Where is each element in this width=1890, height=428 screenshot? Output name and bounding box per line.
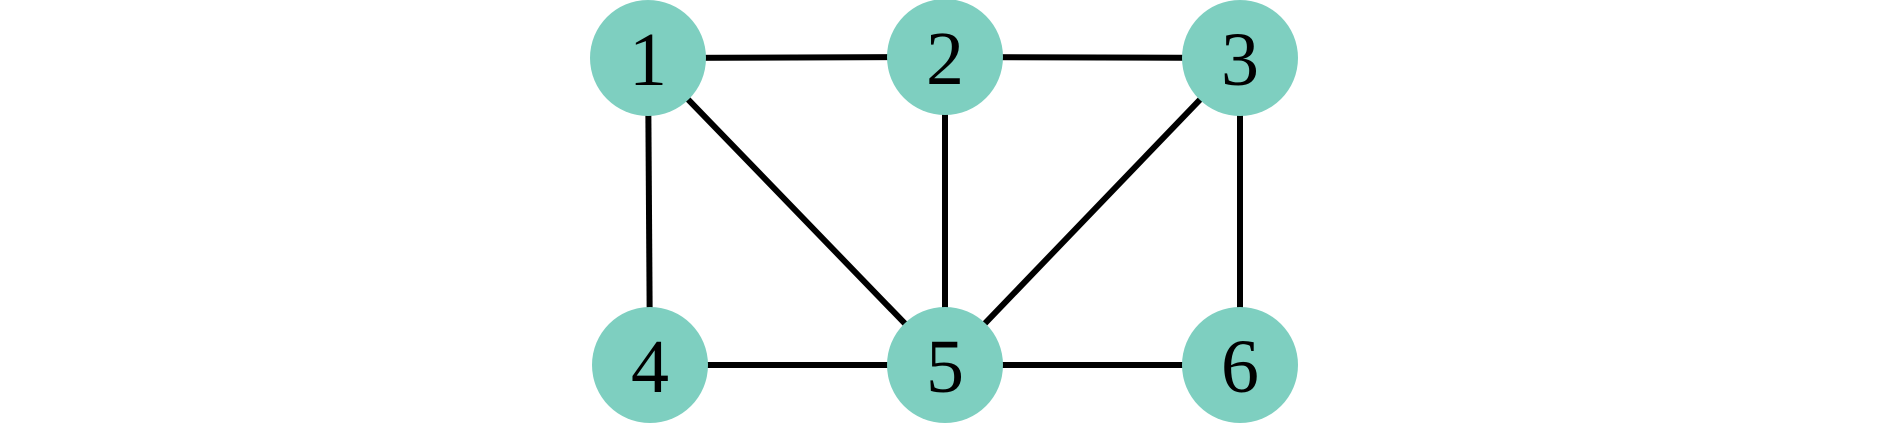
graph-node-label-3: 3: [1221, 18, 1259, 102]
graph-edge-1-5: [645, 55, 948, 368]
graph-node-6[interactable]: 6: [1182, 307, 1298, 423]
graph-node-circle-1[interactable]: [590, 0, 706, 116]
graph-node-circle-4[interactable]: [592, 307, 708, 423]
graph-node-3[interactable]: 3: [1182, 0, 1298, 116]
node-layer: 1 2 3 4 5 6: [590, 0, 1298, 423]
graph-node-circle-2[interactable]: [887, 0, 1003, 115]
graph-node-circle-6[interactable]: [1182, 307, 1298, 423]
graph-node-2[interactable]: 2: [887, 0, 1003, 115]
graph-node-label-1: 1: [629, 18, 667, 102]
graph-node-4[interactable]: 4: [592, 307, 708, 423]
graph-node-label-4: 4: [631, 325, 669, 409]
graph-node-label-2: 2: [926, 17, 964, 101]
graph-node-5[interactable]: 5: [887, 307, 1003, 423]
graph-edge-3-5: [942, 55, 1243, 368]
graph-node-label-6: 6: [1221, 325, 1259, 409]
graph-node-circle-5[interactable]: [887, 307, 1003, 423]
graph-node-label-5: 5: [926, 325, 964, 409]
graph-node-circle-3[interactable]: [1182, 0, 1298, 116]
graph-node-1[interactable]: 1: [590, 0, 706, 116]
